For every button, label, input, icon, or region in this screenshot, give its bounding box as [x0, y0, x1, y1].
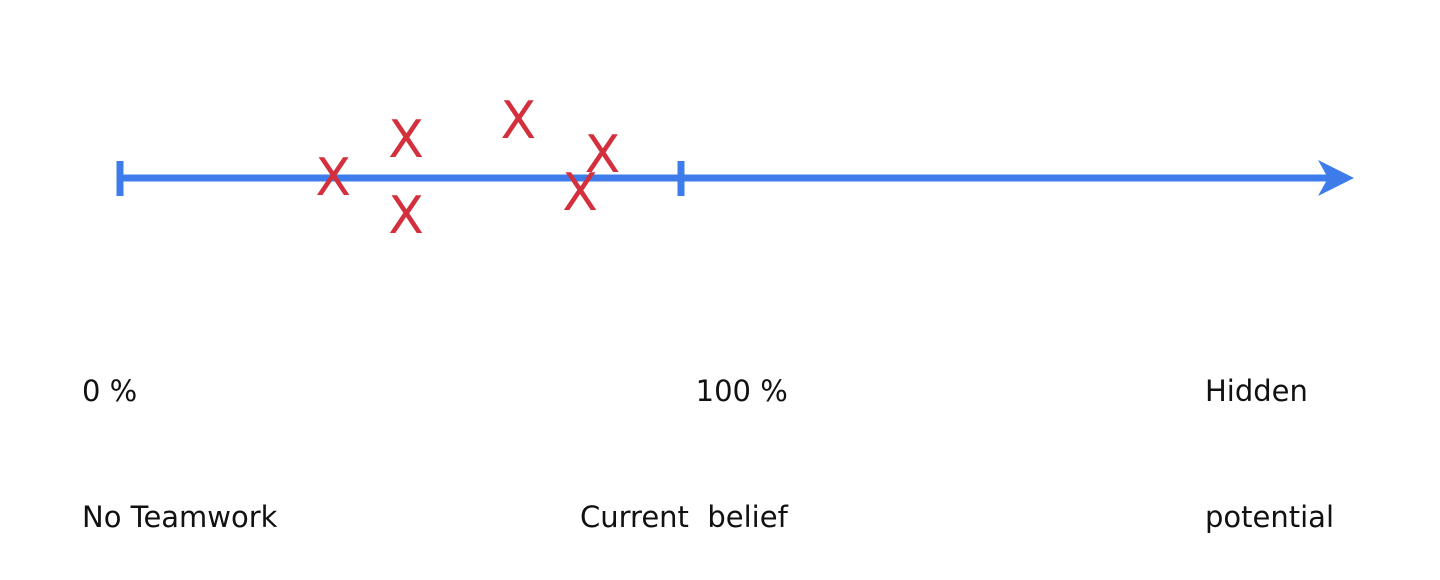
label-hidden-line1: Hidden [1205, 374, 1308, 408]
label-zero-caption: No Teamwork [82, 500, 278, 534]
estimate-marker-4: X [500, 91, 536, 151]
label-hundred-value: 100 % [695, 374, 788, 408]
estimate-marker-2: X [388, 110, 424, 170]
label-hundred-percent: 100 % Current belief [580, 286, 788, 580]
arrow-head-icon [1318, 160, 1354, 196]
label-zero-percent: 0 % No Teamwork [82, 286, 277, 580]
estimate-marker-6: X [585, 125, 621, 185]
estimate-marker-3: X [388, 186, 424, 246]
estimate-marker-5: X [562, 163, 598, 223]
estimate-marker-1: X [315, 148, 351, 208]
label-zero-value: 0 % [82, 374, 138, 408]
label-hidden-line2: potential [1205, 500, 1334, 534]
page: { "axis": { "color": "#3d7cea", "ticks":… [82, 91, 1354, 534]
label-hidden-potential: Hidden potential [1205, 286, 1334, 580]
label-hundred-caption: Current belief [580, 500, 788, 534]
